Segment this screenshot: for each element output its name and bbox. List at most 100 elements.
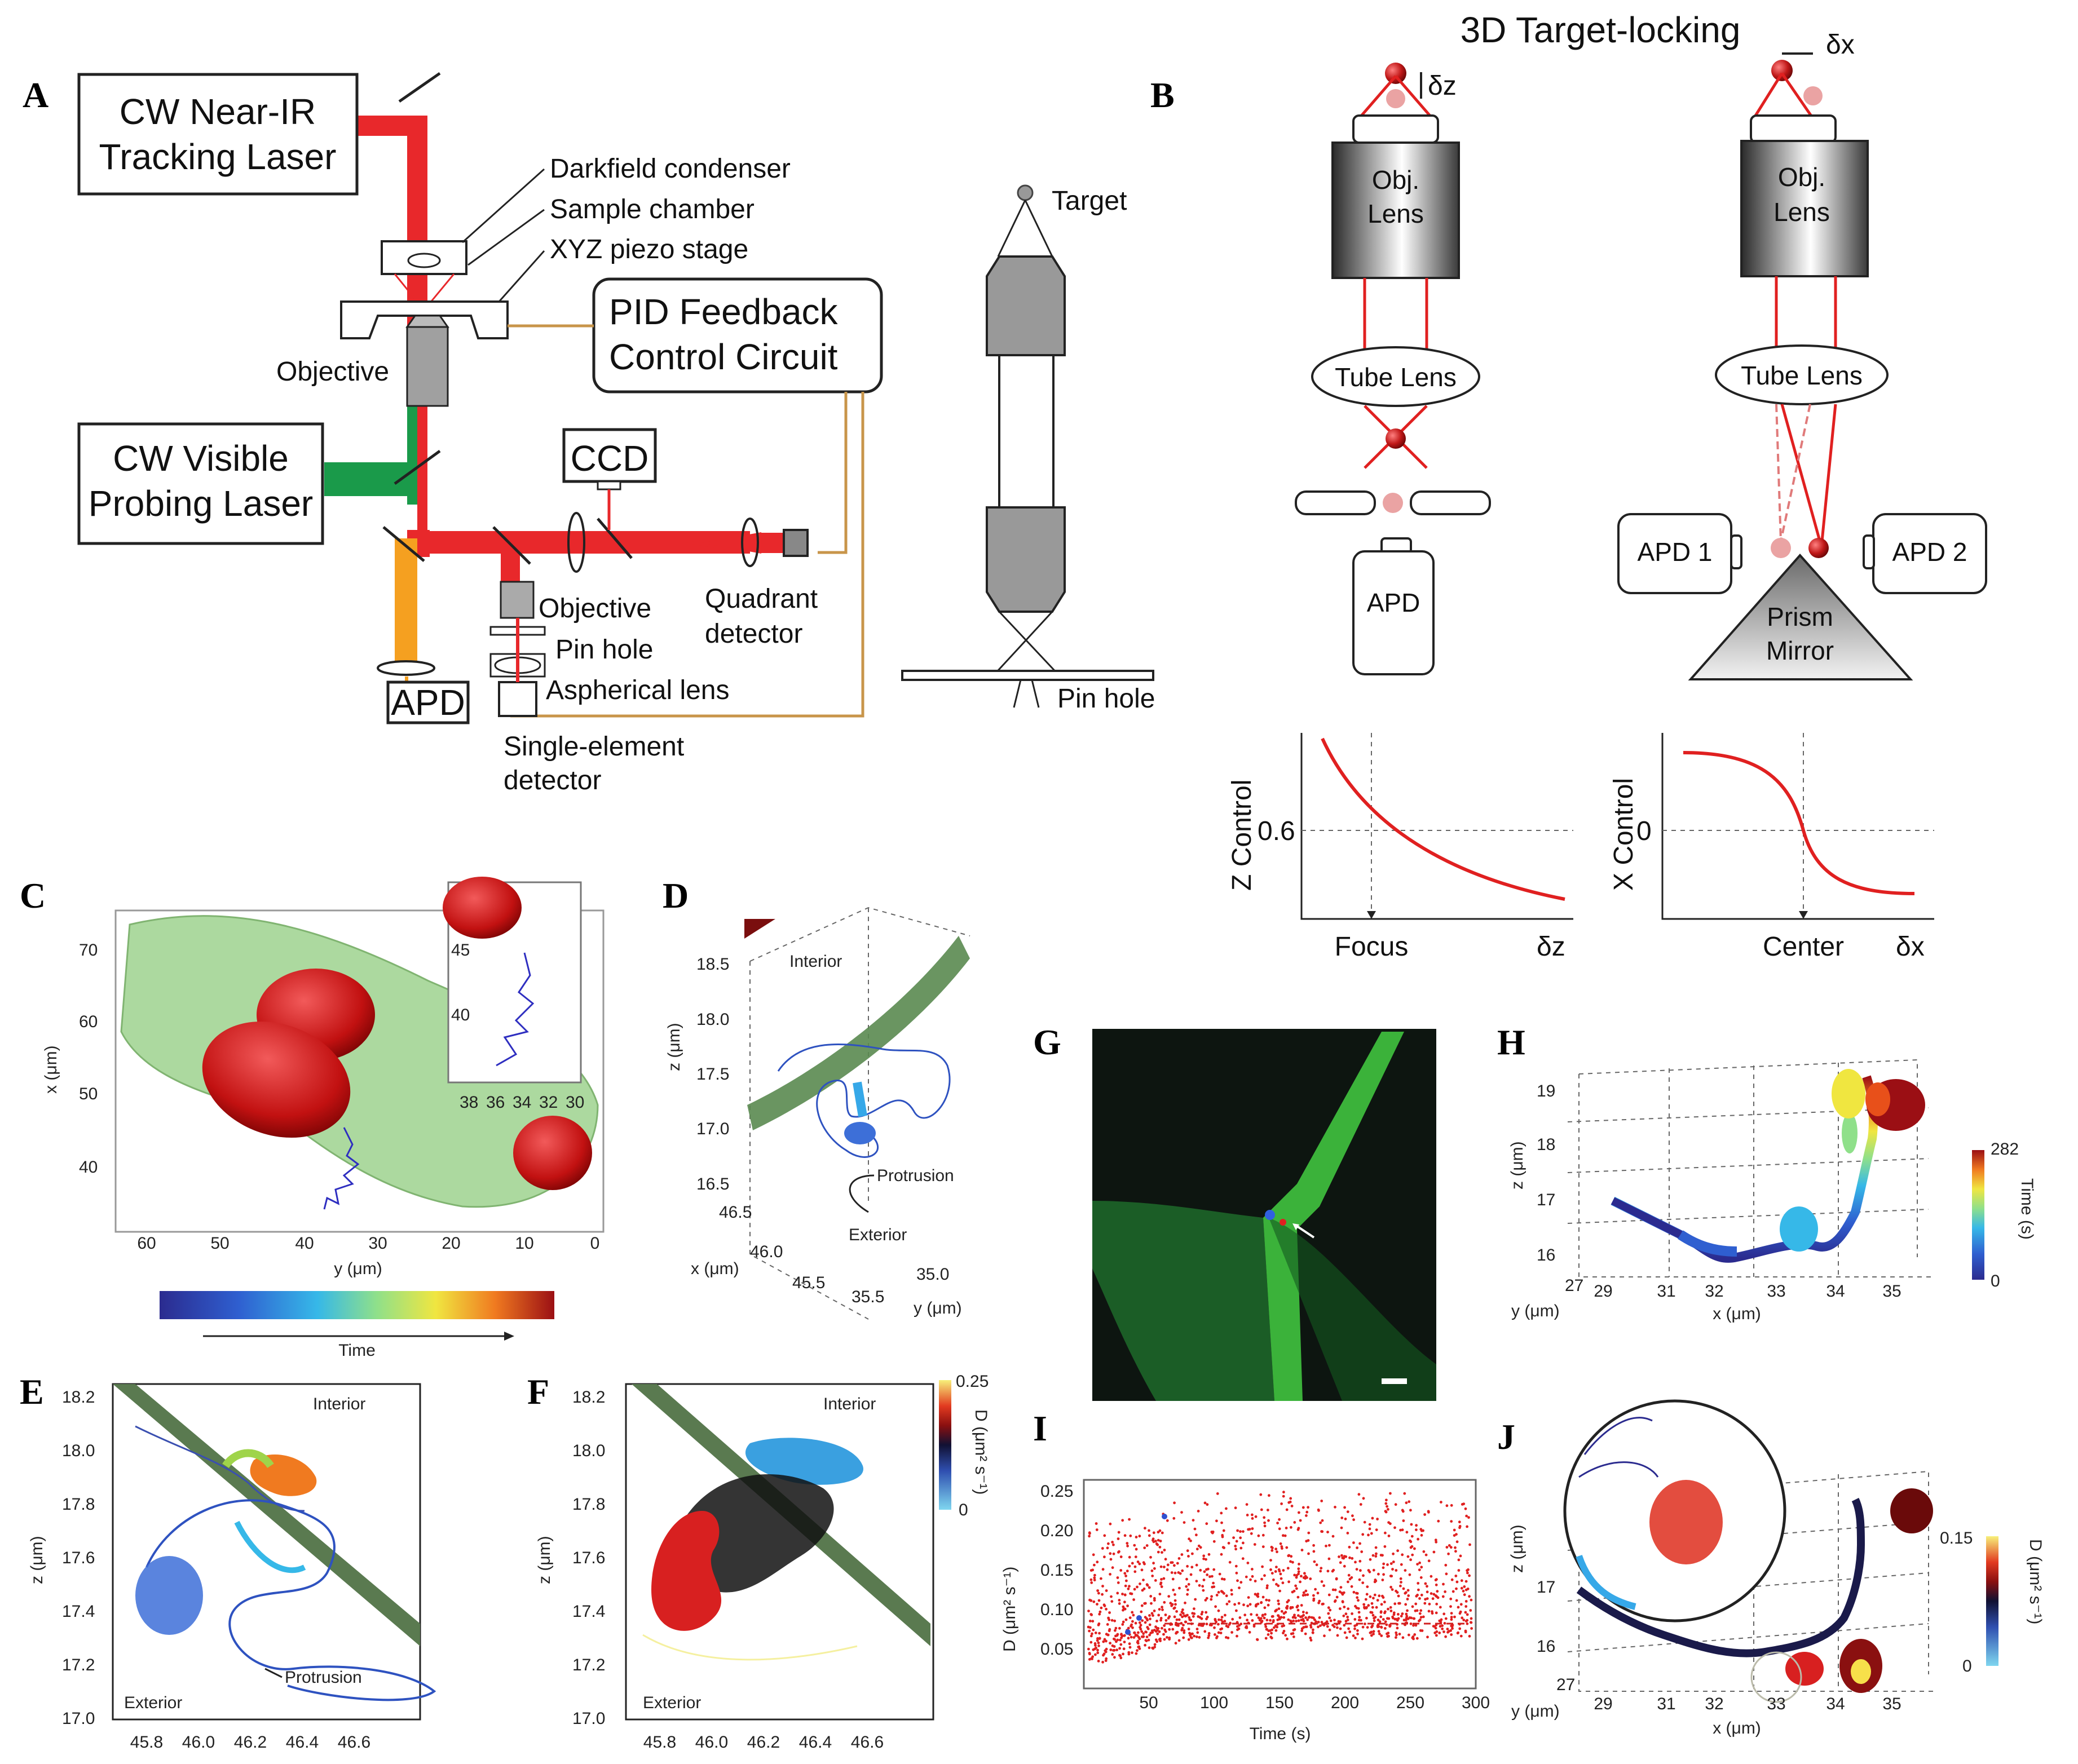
i-point: [1137, 1631, 1140, 1634]
i-point: [1242, 1530, 1245, 1533]
i-point: [1205, 1597, 1208, 1600]
i-point: [1291, 1590, 1294, 1594]
i-point: [1434, 1626, 1437, 1630]
c-inset-xtick-0: 38: [460, 1093, 478, 1112]
i-point: [1168, 1615, 1171, 1618]
b-tubelens-left-label: Tube Lens: [1335, 362, 1457, 392]
i-point: [1241, 1557, 1245, 1560]
i-point: [1369, 1595, 1372, 1598]
i-point: [1254, 1604, 1258, 1608]
i-point: [1426, 1585, 1428, 1588]
i-point: [1201, 1611, 1204, 1614]
i-point: [1405, 1531, 1409, 1534]
i-point: [1159, 1582, 1162, 1586]
i-point: [1357, 1493, 1361, 1496]
i-point: [1420, 1629, 1424, 1632]
i-point: [1409, 1558, 1413, 1562]
panel-letter-a: A: [23, 75, 48, 115]
b-objlens-left-label-1: Obj.: [1372, 165, 1419, 194]
i-point: [1089, 1634, 1093, 1638]
i-point: [1417, 1537, 1420, 1541]
quadrant-label-2: detector: [705, 619, 802, 649]
probing-laser-label-2: Probing Laser: [89, 483, 313, 524]
microscope: [340, 240, 509, 407]
i-point: [1210, 1598, 1213, 1601]
i-point: [1180, 1553, 1184, 1556]
i-point: [1281, 1625, 1284, 1628]
i-point: [1265, 1598, 1268, 1602]
i-point: [1383, 1545, 1387, 1548]
x-chart-ytick: 0: [1636, 816, 1652, 846]
i-point: [1236, 1634, 1238, 1638]
i-point-blue: [1162, 1514, 1167, 1519]
i-point: [1274, 1570, 1277, 1573]
i-point: [1420, 1533, 1423, 1537]
i-point: [1321, 1519, 1324, 1522]
i-point: [1410, 1616, 1413, 1620]
i-point: [1173, 1593, 1176, 1596]
i-point: [1131, 1651, 1133, 1655]
i-point: [1358, 1559, 1362, 1563]
i-point: [1376, 1619, 1380, 1621]
i-point: [1193, 1607, 1195, 1611]
i-point: [1206, 1573, 1209, 1576]
i-point: [1122, 1647, 1126, 1651]
x-chart-ylabel: X Control: [1609, 778, 1639, 891]
i-point: [1344, 1612, 1348, 1616]
i-point: [1205, 1522, 1208, 1526]
i-point: [1371, 1613, 1375, 1617]
i-point: [1294, 1584, 1298, 1588]
i-point: [1453, 1534, 1456, 1537]
i-point: [1316, 1591, 1320, 1595]
i-point: [1195, 1533, 1198, 1537]
i-point: [1372, 1568, 1375, 1572]
i-point: [1184, 1615, 1187, 1618]
i-point: [1401, 1636, 1405, 1639]
i-point: [1395, 1569, 1398, 1572]
i-point: [1405, 1612, 1408, 1616]
i-point: [1148, 1646, 1151, 1650]
i-point: [1246, 1619, 1249, 1622]
i-point: [1246, 1604, 1250, 1608]
i-point: [1395, 1631, 1398, 1634]
i-point: [1188, 1616, 1191, 1619]
i-point: [1399, 1577, 1402, 1580]
i-point: [1314, 1620, 1318, 1624]
i-point: [1312, 1594, 1315, 1597]
i-point: [1177, 1618, 1181, 1621]
i-point: [1225, 1594, 1228, 1598]
i-point: [1442, 1612, 1446, 1616]
i-point: [1305, 1510, 1309, 1514]
i-point: [1300, 1575, 1303, 1578]
i-point: [1134, 1555, 1137, 1559]
i-point: [1441, 1627, 1444, 1630]
i-point: [1392, 1611, 1396, 1615]
i-point: [1220, 1616, 1224, 1619]
i-point: [1175, 1610, 1179, 1613]
i-point: [1267, 1603, 1270, 1607]
i-point: [1137, 1646, 1140, 1648]
i-point: [1290, 1526, 1292, 1529]
i-point: [1133, 1565, 1137, 1568]
i-point: [1177, 1639, 1181, 1642]
i-point: [1331, 1588, 1335, 1591]
i-point: [1458, 1524, 1462, 1528]
pinhole2-label: Pin hole: [1057, 684, 1155, 714]
i-xtick-5: 300: [1462, 1694, 1490, 1712]
i-point: [1257, 1534, 1260, 1537]
i-point: [1153, 1597, 1156, 1600]
i-point: [1142, 1635, 1145, 1638]
i-point: [1303, 1572, 1306, 1575]
i-point: [1401, 1553, 1404, 1557]
i-point: [1401, 1612, 1404, 1615]
i-point: [1386, 1632, 1388, 1635]
h-colorbar: [1972, 1150, 1984, 1280]
i-point: [1260, 1508, 1263, 1511]
objective-label: Objective: [276, 357, 389, 387]
i-point: [1186, 1549, 1189, 1553]
i-point: [1248, 1603, 1252, 1606]
i-point: [1140, 1568, 1144, 1572]
c-colorbar: [160, 1291, 554, 1319]
i-point: [1387, 1617, 1391, 1620]
h-xlabel: x (μm): [1713, 1305, 1761, 1323]
